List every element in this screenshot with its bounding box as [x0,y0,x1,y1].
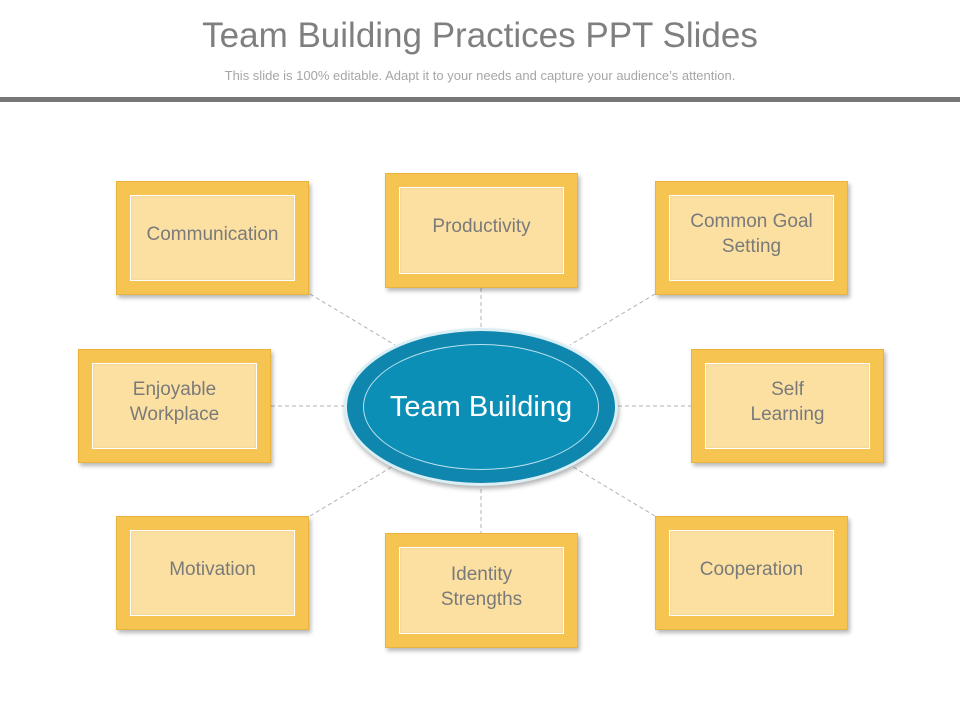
box-label-cooperation: Cooperation [699,558,804,580]
hub-ellipse[interactable]: Team Building [344,328,618,486]
slide-title: Team Building Practices PPT Slides [202,16,758,55]
box-label-motivation: Motivation [169,558,256,580]
box-inner: Cooperation [669,530,834,616]
slide-subtitle: This slide is 100% editable. Adapt it to… [224,68,736,83]
box-label-identity-strengths: Identity Strengths [440,563,523,610]
box-label-self-learning: Self Learning [750,379,825,425]
box-common-goal-setting[interactable]: Common Goal Setting [655,181,848,295]
box-enjoyable-workplace[interactable]: Enjoyable Workplace [78,349,271,463]
connector-communication [309,293,396,346]
box-inner: Common Goal Setting [669,195,834,281]
box-label-productivity: Productivity [432,216,531,237]
box-label-common-goal-setting: Common Goal Setting [690,211,813,257]
box-inner: Productivity [399,187,564,274]
connector-motivation [309,464,396,517]
box-motivation[interactable]: Motivation [116,516,309,630]
box-communication[interactable]: Communication [116,181,309,295]
title-divider [0,97,960,102]
hub-inner: Team Building [363,344,599,470]
box-inner: Self Learning [705,363,870,449]
box-inner: Motivation [130,530,295,616]
connector-common-goal [569,293,656,346]
box-inner: Identity Strengths [399,547,564,634]
box-inner: Enjoyable Workplace [92,363,257,449]
box-productivity[interactable]: Productivity [385,173,578,288]
box-inner: Communication [130,195,295,281]
connector-cooperation [569,464,656,517]
hub-label: Team Building [389,390,573,423]
box-identity-strengths[interactable]: Identity Strengths [385,533,578,648]
box-label-enjoyable-workplace: Enjoyable Workplace [129,379,220,425]
hub-ring: Team Building [347,331,615,483]
box-self-learning[interactable]: Self Learning [691,349,884,463]
box-label-communication: Communication [146,223,279,245]
box-cooperation[interactable]: Cooperation [655,516,848,630]
